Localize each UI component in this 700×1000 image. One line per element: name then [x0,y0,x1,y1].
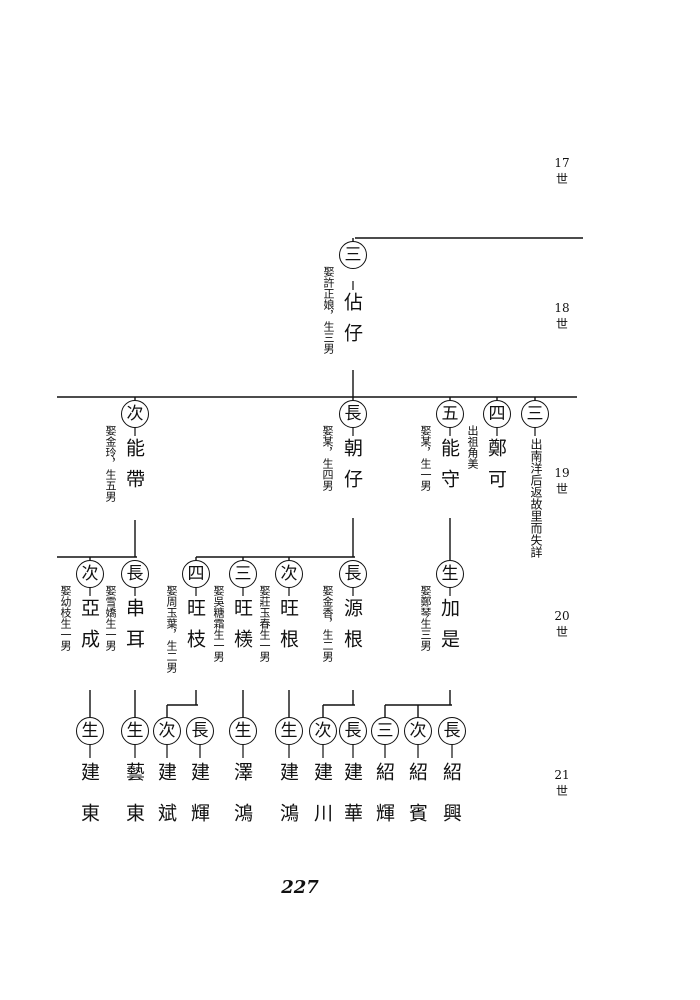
rank-badge: 長 [186,717,214,745]
rank-badge: 生 [229,717,257,745]
person-name: 建斌 [155,762,177,844]
generation-20-label: 20 世 [547,608,577,640]
rank-badge: 三 [339,241,367,269]
generation-word: 世 [555,172,568,186]
person-note: 娶某，生一男 [419,425,432,491]
person-note: 娶莊玉春生一男 [258,585,271,662]
page-number: 227 [281,877,319,898]
person-note: 娶許正娘，生三男 [322,266,335,354]
person-name: 能帶 [123,438,145,500]
rank-badge: 生 [121,717,149,745]
person-name: 藝東 [123,762,145,844]
person-name: 澤鴻 [231,762,253,844]
person-note: 娶金香，生二男 [321,585,334,662]
generation-word: 世 [555,784,568,798]
rank-badge: 次 [121,400,149,428]
rank-badge: 長 [339,717,367,745]
rank-badge: 生 [275,717,303,745]
generation-word: 世 [555,625,568,639]
person-name: 紹興 [440,762,462,844]
generation-21-label: 21 世 [547,767,577,799]
generation-18-label: 18 世 [547,300,577,332]
rank-badge: 長 [121,560,149,588]
person-note: 娶某，生四男 [321,425,334,491]
rank-badge: 生 [436,560,464,588]
rank-badge: 次 [275,560,303,588]
rank-badge: 三 [371,717,399,745]
rank-badge: 三 [521,400,549,428]
person-name: 源根 [341,598,363,660]
person-name: 串耳 [123,598,145,660]
generation-number: 20 [554,609,570,623]
rank-badge: 長 [438,717,466,745]
generation-word: 世 [555,482,568,496]
person-name: 亞成 [78,598,100,660]
person-name: 建東 [78,762,100,844]
person-name: 旺根 [277,598,299,660]
generation-word: 世 [555,317,568,331]
rank-badge: 長 [339,560,367,588]
person-name: 旺檨 [231,598,253,660]
generation-17-label: 17 世 [547,155,577,187]
person-note: 娶金玲，生五男 [104,425,117,502]
rank-badge: 長 [339,400,367,428]
rank-badge: 四 [182,560,210,588]
person-note: 娶吳糖霜生一男 [212,585,225,662]
rank-badge: 生 [76,717,104,745]
person-note: 娶周玉葉，生二男 [165,585,178,673]
person-note: 娶鄭琴生三男 [419,585,432,651]
person-note: 出祖角美 [466,425,479,469]
person-name: 能守 [438,438,460,500]
person-name: 紹賓 [406,762,428,844]
rank-badge: 次 [76,560,104,588]
generation-number: 18 [554,301,570,315]
person-name: 建鴻 [277,762,299,844]
person-note: 娶雪嬌生一男 [104,585,117,651]
person-name: 鄭可 [485,438,507,500]
rank-badge: 四 [483,400,511,428]
person-note: 娶幼枝生一男 [59,585,72,651]
rank-badge: 次 [153,717,181,745]
person-name: 旺枝 [184,598,206,660]
person-note: 出南洋后返故里而失詳 [529,438,543,558]
person-name: 建輝 [188,762,210,844]
person-name: 建川 [311,762,333,844]
generation-number: 21 [554,768,570,782]
person-name: 紹輝 [373,762,395,844]
rank-badge: 三 [229,560,257,588]
person-name: 佔仔 [341,292,363,354]
rank-badge: 次 [309,717,337,745]
rank-badge: 次 [404,717,432,745]
person-name: 建華 [341,762,363,844]
generation-number: 17 [554,156,570,170]
person-name: 朝仔 [341,438,363,500]
person-name: 加是 [438,598,460,660]
generation-number: 19 [554,466,570,480]
generation-19-label: 19 世 [547,465,577,497]
rank-badge: 五 [436,400,464,428]
